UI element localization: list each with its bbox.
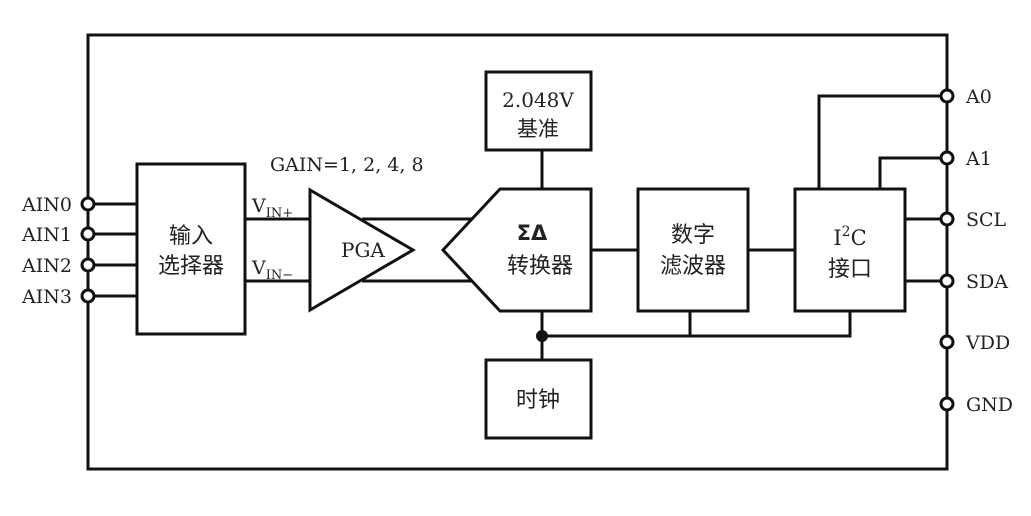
pin-ain1 [80, 226, 96, 242]
clock-label: 时钟 [516, 388, 560, 413]
filter-label-line1: 数字 [671, 223, 715, 248]
pga-amplifier [308, 187, 416, 313]
adc-label-line2: 转换器 [507, 254, 573, 279]
pin-ain3 [80, 288, 96, 304]
vin-plus-label: VIN+ [251, 195, 293, 221]
i2c-label-line2: 接口 [828, 257, 872, 282]
reference-block [484, 70, 593, 152]
output-pins: A0 A1 SCL SDA VDD GND [939, 86, 1013, 416]
clock-block [484, 358, 593, 440]
pin-label-gnd: GND [966, 394, 1013, 416]
gain-label: GAIN=1, 2, 4, 8 [270, 154, 424, 176]
pin-a0 [939, 88, 955, 104]
pin-gnd [939, 396, 955, 412]
pin-label-ain2: AIN2 [21, 255, 72, 277]
adc-label-line1: ΣΔ [517, 221, 548, 245]
i2c-interface-block [793, 187, 907, 313]
pin-label-ain0: AIN0 [21, 194, 72, 216]
pin-label-a1: A1 [965, 148, 992, 170]
pin-ain0 [80, 196, 96, 212]
input-mux-block [135, 162, 247, 336]
junction-dot [536, 330, 548, 342]
pin-label-sda: SDA [966, 271, 1008, 293]
pin-sda [939, 273, 955, 289]
pin-ain2 [80, 257, 96, 273]
clock-bus [536, 311, 852, 360]
mux-label-line2: 选择器 [158, 254, 224, 279]
pin-label-ain3: AIN3 [21, 286, 72, 308]
reference-label-line1: 2.048V [502, 88, 574, 112]
vin-minus-label: VIN− [251, 257, 293, 283]
pin-a1 [939, 150, 955, 166]
pin-vdd [939, 334, 955, 350]
pin-label-scl: SCL [966, 209, 1007, 231]
mux-label-line1: 输入 [169, 224, 213, 249]
sigma-delta-adc-block [440, 187, 593, 313]
pin-label-vdd: VDD [965, 332, 1010, 354]
reference-label-line2: 基准 [517, 117, 559, 141]
chip-boundary [86, 33, 949, 471]
pin-label-a0: A0 [965, 86, 992, 108]
input-pins: AIN0 AIN1 AIN2 AIN3 [21, 194, 96, 308]
pin-scl [939, 211, 955, 227]
i2c-label-line1: I2C [833, 224, 866, 250]
input-wires [88, 202, 137, 298]
digital-filter-block [636, 187, 750, 313]
pga-label: PGA [341, 238, 385, 262]
filter-label-line2: 滤波器 [660, 254, 726, 279]
pin-label-ain1: AIN1 [21, 224, 72, 246]
